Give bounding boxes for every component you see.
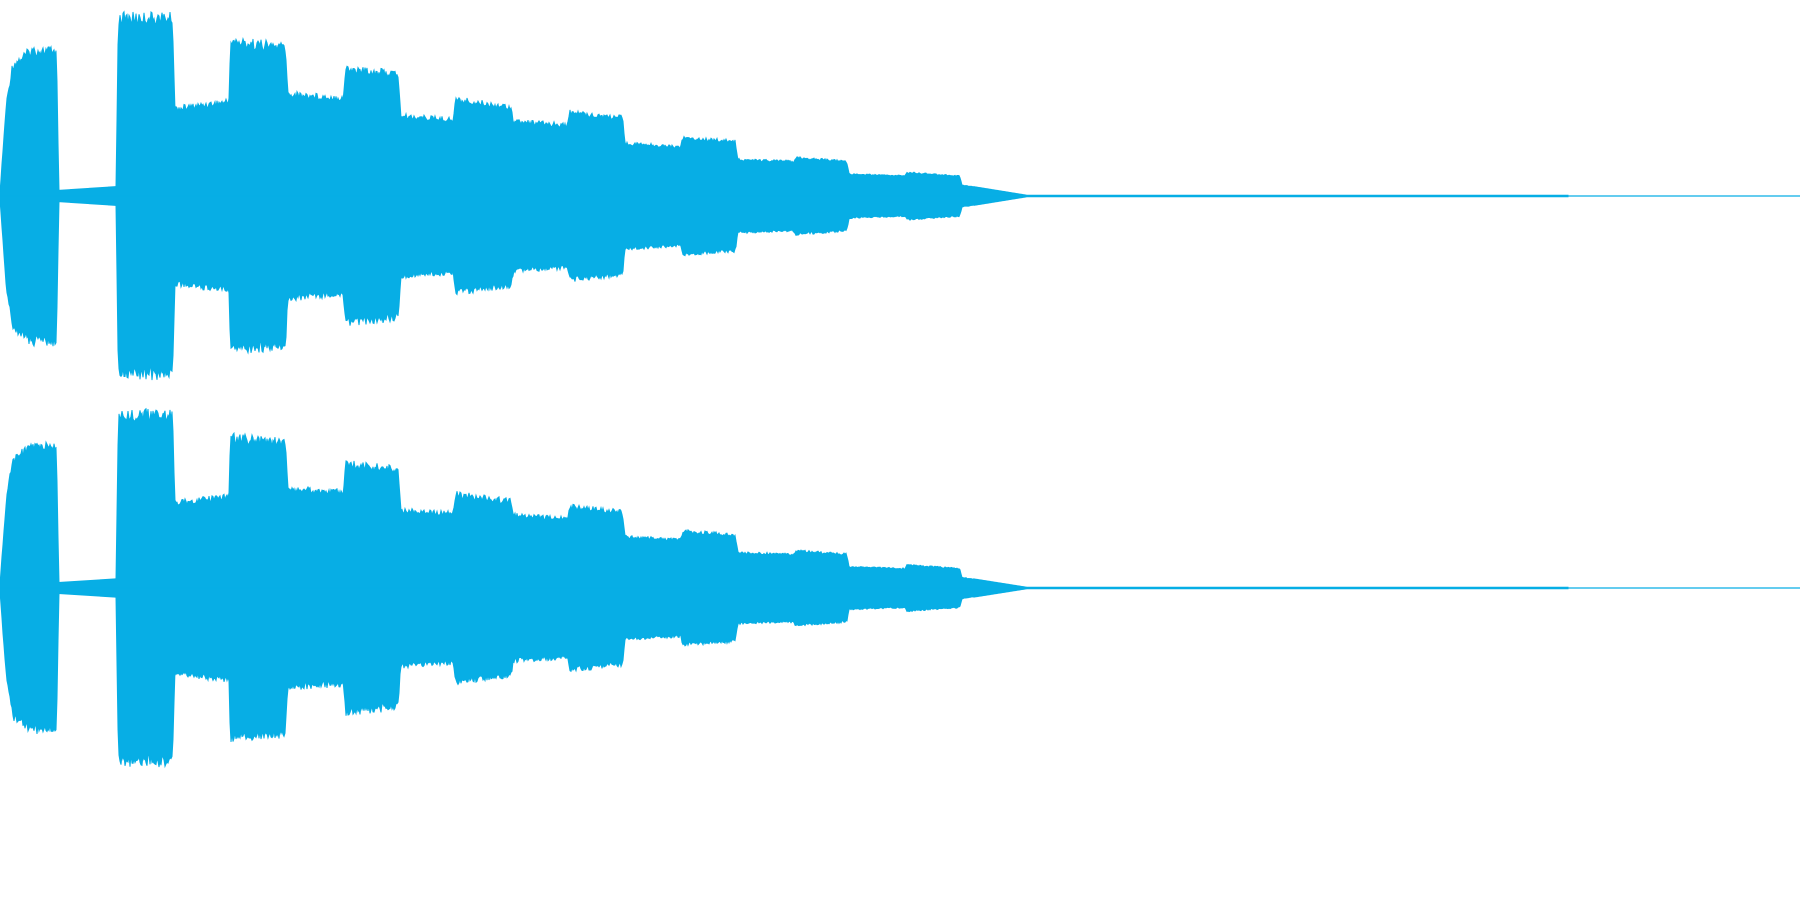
channel-2-waveform: [0, 407, 1800, 769]
channel-1-waveform: [0, 10, 1800, 381]
